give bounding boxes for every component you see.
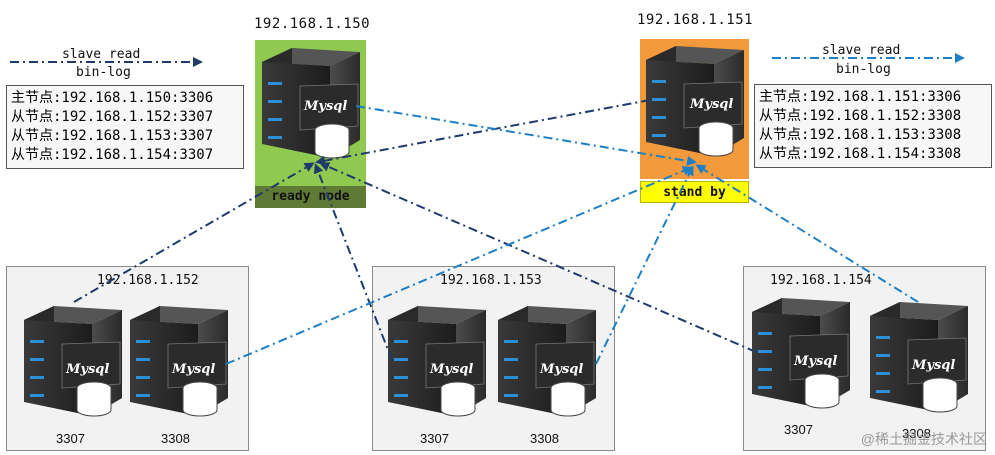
info-left-row: 从节点:192.168.1.152:3307 <box>11 109 214 125</box>
replication-line-153b-to-standby <box>595 165 694 365</box>
replication-line-152b-to-standby <box>225 166 693 365</box>
legend-left-line1: slave read <box>62 47 141 62</box>
group-154-port-b: 3308 <box>902 426 931 441</box>
group-152-port-b: 3308 <box>161 431 190 446</box>
group-153-port-a: 3307 <box>420 431 449 446</box>
info-box-left: 主节点:192.168.1.150:3306 从节点:192.168.1.152… <box>6 85 244 169</box>
server-152-3307-icon <box>23 305 123 417</box>
replication-line-152-to-master <box>73 162 315 303</box>
master-ip-label: 192.168.1.150 <box>254 16 371 32</box>
replication-line-153-to-master <box>313 163 393 361</box>
replication-line-standby-to-master <box>315 99 651 166</box>
server-label: Mysql <box>303 99 347 114</box>
info-right-row: 主节点:192.168.1.151:3306 <box>759 89 962 105</box>
info-right-row: 从节点:192.168.1.152:3308 <box>759 108 962 124</box>
group-154-title: 192.168.1.154 <box>770 273 872 288</box>
standby-ip-label: 192.168.1.151 <box>637 12 754 28</box>
legend-right-line1: slave read <box>822 43 901 58</box>
group-154-port-a: 3307 <box>784 422 813 437</box>
info-left-row: 从节点:192.168.1.154:3307 <box>11 147 214 163</box>
group-153-port-b: 3308 <box>530 431 559 446</box>
server-label: Mysql <box>65 362 109 377</box>
group-152-title: 192.168.1.152 <box>97 273 199 288</box>
replication-line-154b-to-standby <box>695 164 919 303</box>
server-154-3308-icon <box>869 301 969 413</box>
group-152-port-a: 3307 <box>56 431 85 446</box>
server-label: Mysql <box>911 358 955 373</box>
server-label: Mysql <box>171 362 215 377</box>
server-label: Mysql <box>689 97 733 112</box>
server-153-3307-icon <box>387 305 487 417</box>
info-left-row: 从节点:192.168.1.153:3307 <box>11 128 214 144</box>
server-label: Mysql <box>793 354 837 369</box>
info-box-right: 主节点:192.168.1.151:3306 从节点:192.168.1.152… <box>754 84 992 168</box>
info-right-row: 从节点:192.168.1.154:3308 <box>759 146 962 162</box>
replication-line-154-to-master <box>319 162 757 353</box>
replication-line-master-to-standby <box>355 105 697 166</box>
standby-status-bar: stand by <box>640 181 749 203</box>
server-label: Mysql <box>539 362 583 377</box>
server-152-3308-icon <box>129 305 229 417</box>
info-left-row: 主节点:192.168.1.150:3306 <box>11 90 214 106</box>
info-right-row: 从节点:192.168.1.153:3308 <box>759 127 962 143</box>
legend-right-line2: bin-log <box>836 62 891 77</box>
legend-left-line2: bin-log <box>76 65 131 80</box>
group-153-title: 192.168.1.153 <box>440 273 542 288</box>
server-label: Mysql <box>429 362 473 377</box>
server-154-3307-icon <box>751 297 851 409</box>
watermark: @稀土掘金技术社区 <box>860 431 987 447</box>
server-153-3308-icon <box>497 305 597 417</box>
